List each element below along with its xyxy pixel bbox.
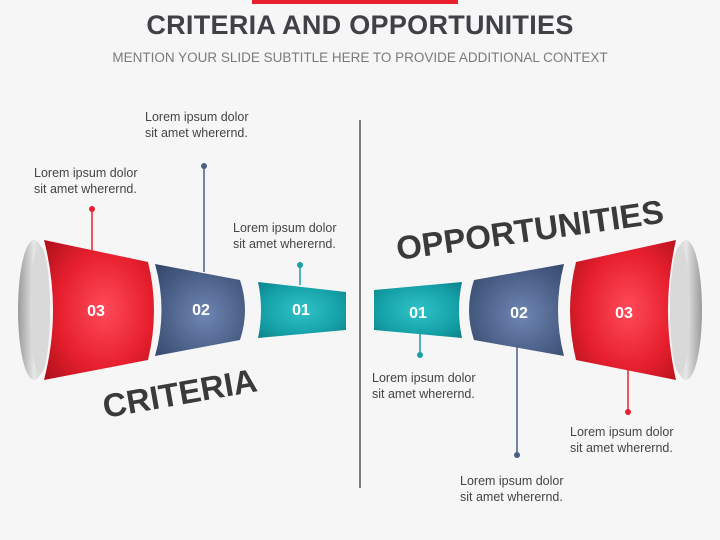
leader-dot: [297, 262, 303, 268]
opportunities-note-02: Lorem ipsum dolor sit amet wherernd.: [460, 474, 564, 504]
criteria-label: CRITERIA: [100, 361, 260, 424]
opportunities-cone: [374, 240, 702, 380]
opportunities-note-01: Lorem ipsum dolor sit amet wherernd.: [372, 371, 476, 401]
criteria-note-02: Lorem ipsum dolor sit amet wherernd.: [145, 110, 249, 140]
leader-dot: [201, 163, 207, 169]
leader-dot: [89, 206, 95, 212]
opportunities-note-03: Lorem ipsum dolor sit amet wherernd.: [570, 425, 674, 455]
slide-title: CRITERIA AND OPPORTUNITIES: [146, 10, 574, 40]
leader-dot: [514, 452, 520, 458]
criteria-note-01: Lorem ipsum dolor sit amet wherernd.: [233, 221, 337, 251]
criteria-num-03: 03: [87, 303, 105, 320]
criteria-note-03: Lorem ipsum dolor sit amet wherernd.: [34, 166, 138, 196]
accent-bar: [252, 0, 458, 4]
opportunities-num-03: 03: [615, 305, 633, 322]
opportunities-segment-01: [374, 282, 462, 338]
leader-lines: [89, 163, 631, 458]
criteria-cone: [18, 240, 346, 380]
opportunities-num-01: 01: [409, 305, 427, 322]
criteria-num-02: 02: [192, 302, 210, 319]
slide-subtitle: MENTION YOUR SLIDE SUBTITLE HERE TO PROV…: [112, 50, 608, 65]
leader-dot: [417, 352, 423, 358]
opportunities-segment-03: [570, 240, 676, 380]
opportunities-num-02: 02: [510, 305, 528, 322]
criteria-segment-01: [258, 282, 346, 338]
opportunities-segment-02: [469, 264, 564, 356]
leader-dot: [625, 409, 631, 415]
criteria-segment-02: [155, 264, 245, 356]
criteria-num-01: 01: [292, 302, 310, 319]
criteria-segment-03: [44, 240, 154, 380]
